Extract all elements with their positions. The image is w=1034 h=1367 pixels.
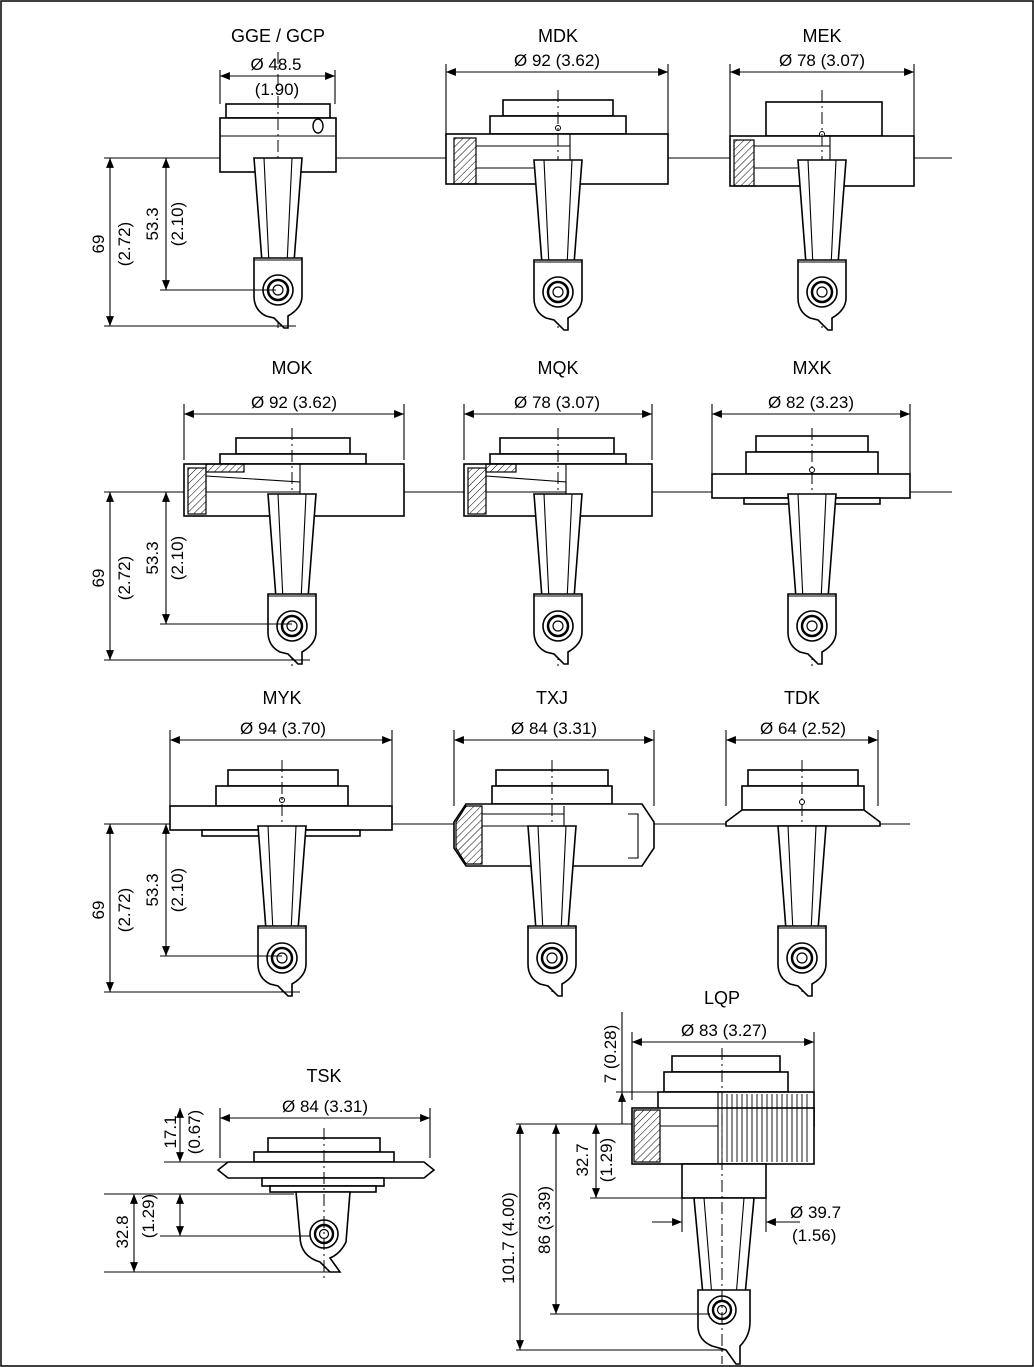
diameter-label: Ø 48.5 [250, 55, 301, 74]
variant-mek: MEK Ø 78 (3.07) [729, 26, 915, 332]
height-pin-label: 53.3 [143, 207, 162, 240]
height-bottom-inch-label: (1.29) [139, 1194, 158, 1238]
diameter-inch-label: (1.90) [255, 80, 299, 99]
variant-mok: MOK Ø 92 (3.62) 69 (2.72) 53.3 (2.10) [89, 358, 405, 666]
diameter-label: Ø 78 (3.07) [779, 51, 865, 70]
height-total-label: 69 [89, 901, 108, 920]
variant-title: GGE / GCP [231, 26, 325, 46]
height-a-label: 86 (3.39) [535, 1186, 554, 1254]
height-mid-inch-label: (1.29) [597, 1138, 616, 1182]
variant-tsk: TSK Ø 84 (3.31) 17.1 (0.67) 32.8 (1.29) [104, 1066, 436, 1280]
variant-tdk: TDK Ø 64 (2.52) [725, 688, 881, 998]
variant-title: TXJ [536, 688, 568, 708]
variant-lqp: LQP Ø 83 (3.27) Ø 39.7 (1.56) [499, 988, 841, 1365]
shaft-diameter-label: Ø 39.7 [790, 1203, 841, 1222]
variant-title: TDK [784, 688, 820, 708]
variant-title: MYK [262, 688, 301, 708]
diameter-label: Ø 64 (2.52) [760, 719, 846, 738]
variant-gge-gcp: GGE / GCP Ø 48.5 (1.90) 69 (2.72) 53.3 (… [89, 26, 337, 330]
variant-title: MEK [802, 26, 841, 46]
height-pin-inch-label: (2.10) [168, 202, 187, 246]
height-bottom-label: 32.8 [113, 1215, 132, 1248]
height-pin-label: 53.3 [143, 541, 162, 574]
height-total-label: 69 [89, 569, 108, 588]
height-pin-label: 53.3 [143, 873, 162, 906]
height-pin-inch-label: (2.10) [168, 868, 187, 912]
diameter-label: Ø 92 (3.62) [251, 393, 337, 412]
variant-title: MOK [271, 358, 312, 378]
variant-title: MQK [537, 358, 578, 378]
variant-title: TSK [306, 1066, 341, 1086]
height-total-inch-label: (2.72) [115, 888, 134, 932]
variant-mdk: MDK Ø 92 (3.62) [445, 26, 669, 332]
height-total-inch-label: (2.72) [115, 222, 134, 266]
height-mid-label: 32.7 [573, 1143, 592, 1176]
diameter-label: Ø 84 (3.31) [511, 719, 597, 738]
knurl-pattern [721, 1094, 808, 1162]
height-top-inch-label: (0.67) [185, 1110, 204, 1154]
height-top-label: 17.1 [161, 1115, 180, 1148]
height-total-label: 69 [89, 235, 108, 254]
height-pin-inch-label: (2.10) [168, 536, 187, 580]
diameter-label: Ø 84 (3.31) [282, 1097, 368, 1116]
variant-myk: MYK Ø 94 (3.70) 69 (2.72) 53.3 (2.10) [89, 688, 393, 998]
variant-title: MDK [538, 26, 578, 46]
diameter-label: Ø 83 (3.27) [681, 1021, 767, 1040]
height-total-inch-label: (2.72) [115, 556, 134, 600]
shaft-diameter-inch-label: (1.56) [792, 1226, 836, 1245]
height-top-label: 7 (0.28) [601, 1025, 620, 1084]
diameter-label: Ø 92 (3.62) [514, 51, 600, 70]
diameter-label: Ø 94 (3.70) [240, 719, 326, 738]
variant-txj: TXJ Ø 84 (3.31) [453, 688, 655, 998]
variant-title: MXK [792, 358, 831, 378]
height-b-label: 101.7 (4.00) [499, 1192, 518, 1284]
variant-title: LQP [704, 988, 740, 1008]
variant-mqk: MQK Ø 78 (3.07) [463, 358, 653, 666]
diameter-label: Ø 78 (3.07) [514, 393, 600, 412]
diameter-label: Ø 82 (3.23) [768, 393, 854, 412]
variant-mxk: MXK Ø 82 (3.23) [711, 358, 911, 666]
